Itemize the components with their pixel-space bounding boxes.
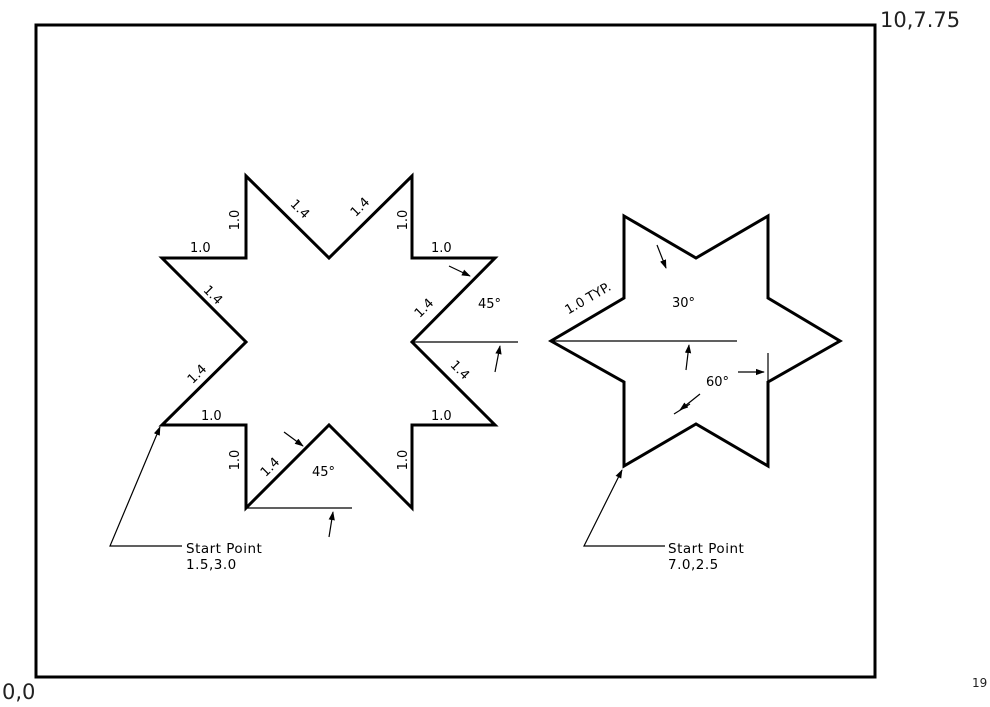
angle-arrow xyxy=(494,345,502,373)
angle-label: 45° xyxy=(312,465,335,480)
dim-label: 1.0 TYP. xyxy=(563,280,614,318)
angle-arrow xyxy=(328,511,335,538)
dim-label: 1.0 xyxy=(396,450,411,471)
dim-label: 1.0 xyxy=(228,450,243,471)
angle-label: 45° xyxy=(478,297,501,312)
angle-arrow xyxy=(684,344,692,371)
start-point-label: Start Point xyxy=(186,541,262,557)
dim-label: 1.4 xyxy=(185,362,210,387)
angle-label: 60° xyxy=(706,375,729,390)
drawing-border xyxy=(34,23,877,679)
dim-label: 1.0 xyxy=(396,210,411,231)
eight-point-star-outline xyxy=(158,172,499,512)
dim-label: 1.0 xyxy=(431,241,452,256)
start-point-leader xyxy=(109,426,182,547)
top-right-coordinate: 10,7.75 xyxy=(880,8,961,32)
start-point-label: Start Point xyxy=(668,541,744,557)
angle-arrow xyxy=(283,431,304,447)
dim-label: 1.0 xyxy=(190,241,211,256)
page-number: 19 xyxy=(972,676,988,690)
origin-coordinate: 0,0 xyxy=(2,680,36,704)
dim-label: 1.0 xyxy=(201,409,222,424)
angle-arrow xyxy=(448,265,471,277)
dim-label: 1.4 xyxy=(200,283,225,308)
angle-label: 30° xyxy=(672,296,695,311)
start-point-coords: 7.0,2.5 xyxy=(668,557,719,573)
dim-label: 1.4 xyxy=(412,296,437,321)
dim-label: 1.0 xyxy=(431,409,452,424)
start-point-leader xyxy=(583,469,665,547)
start-point-coords: 1.5,3.0 xyxy=(186,557,237,573)
dim-label: 1.0 xyxy=(228,210,243,231)
angle-arrow xyxy=(656,244,667,269)
angle-arrow xyxy=(679,393,701,411)
